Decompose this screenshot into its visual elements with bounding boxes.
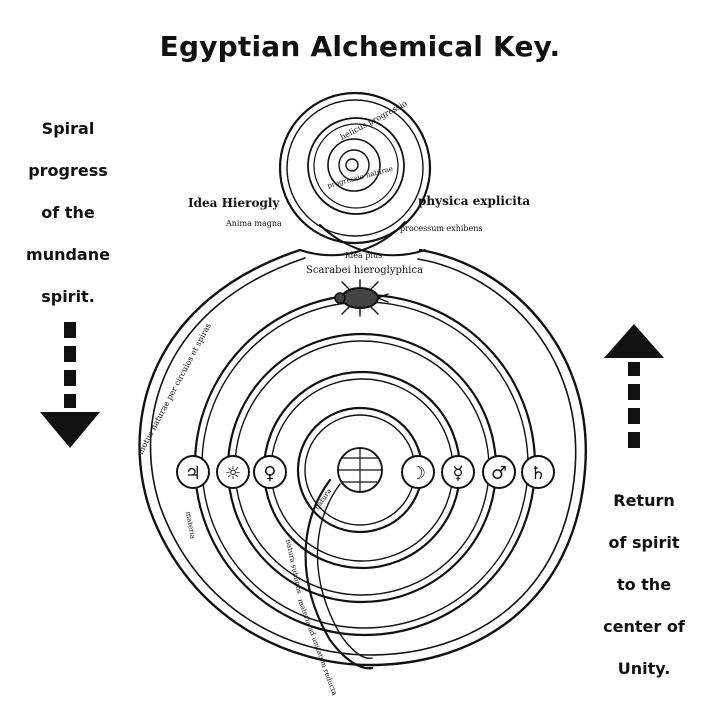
right-caption-line: to the — [616, 575, 672, 594]
label-processum-exhibens: processum exhibens — [400, 224, 483, 233]
right-caption-line: Unity. — [617, 659, 671, 678]
label-idea-hierogly: Idea Hierogly — [188, 196, 280, 210]
right-caption-line: of spirit — [608, 533, 680, 552]
dashed-down-arrow-icon — [40, 322, 100, 448]
planet-jupiter: ♃ — [176, 455, 210, 489]
label-physica-explicita: physica explicita — [418, 194, 530, 208]
right-caption-line: Return — [613, 491, 675, 510]
scarab-icon — [334, 279, 389, 317]
diagram-title: Egyptian Alchemical Key. — [159, 30, 561, 63]
planet-symbol: ♄ — [530, 463, 546, 484]
label-idea-plus: Idea plus — [345, 251, 382, 260]
planet-symbol: ☽ — [410, 463, 426, 484]
spiral-tail — [304, 478, 374, 670]
label-spiral-inner-2: progressio naturae — [326, 165, 393, 190]
planet-symbol: ♂ — [491, 463, 507, 484]
label-anima-magna: Anima magna — [225, 219, 282, 228]
planet-mercury: ☿ — [441, 455, 475, 489]
label-lower-1: materia — [184, 511, 197, 540]
center-sphere-icon — [337, 447, 383, 493]
right-caption: Return of spirit to the center of Unity. — [588, 480, 700, 690]
left-caption: Spiral progress of the mundane spirit. — [18, 108, 118, 318]
planet-saturn: ♄ — [521, 455, 555, 489]
planet-symbol: ♀ — [263, 463, 276, 484]
left-caption-line: progress — [28, 161, 108, 180]
dashed-up-arrow-icon — [604, 324, 664, 448]
planet-symbol: ♃ — [185, 463, 201, 484]
right-caption-line: center of — [603, 617, 685, 636]
left-caption-line: Spiral — [41, 119, 95, 138]
outer-spiral-band — [138, 248, 588, 667]
planet-venus: ♀ — [253, 455, 287, 489]
planet-symbol: ☼ — [225, 463, 241, 484]
label-scarabei: Scarabei hieroglyphica — [306, 265, 423, 276]
left-caption-line: of the — [41, 203, 95, 222]
planet-moon: ☽ — [401, 455, 435, 489]
left-caption-line: spirit. — [41, 287, 95, 306]
planet-symbol: ☿ — [452, 463, 463, 484]
planet-mars: ♂ — [482, 455, 516, 489]
planet-sun: ☼ — [216, 455, 250, 489]
left-caption-line: mundane — [26, 245, 110, 264]
label-spiral-inner-1: helicus progressio — [339, 99, 409, 142]
top-spiral — [278, 91, 432, 245]
